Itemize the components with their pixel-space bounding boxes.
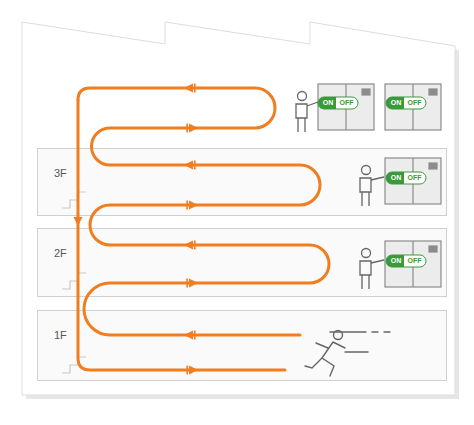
running-person (305, 331, 390, 377)
air-pipe (78, 88, 329, 370)
flow-arrows (74, 84, 199, 375)
switch-label: OFF (337, 97, 356, 109)
switch-label: OFF (405, 172, 424, 184)
compressor (318, 84, 441, 287)
stairs-icon (62, 192, 86, 373)
on-off-switch (318, 97, 426, 267)
floor-band: 1F (37, 310, 447, 381)
switch-label: ON (388, 97, 404, 109)
person-icon (296, 92, 384, 290)
switch-label: OFF (405, 97, 424, 109)
floor-band: 2F (37, 228, 447, 297)
switch-label: ON (388, 255, 404, 267)
switch-label: ON (388, 172, 404, 184)
floor-label: 1F (54, 329, 67, 341)
floor-label: 2F (54, 247, 67, 259)
switch-label: ON (320, 97, 336, 109)
floor-band: 3F (37, 148, 447, 216)
switch-label: OFF (405, 255, 424, 267)
floor-label: 3F (54, 167, 67, 179)
